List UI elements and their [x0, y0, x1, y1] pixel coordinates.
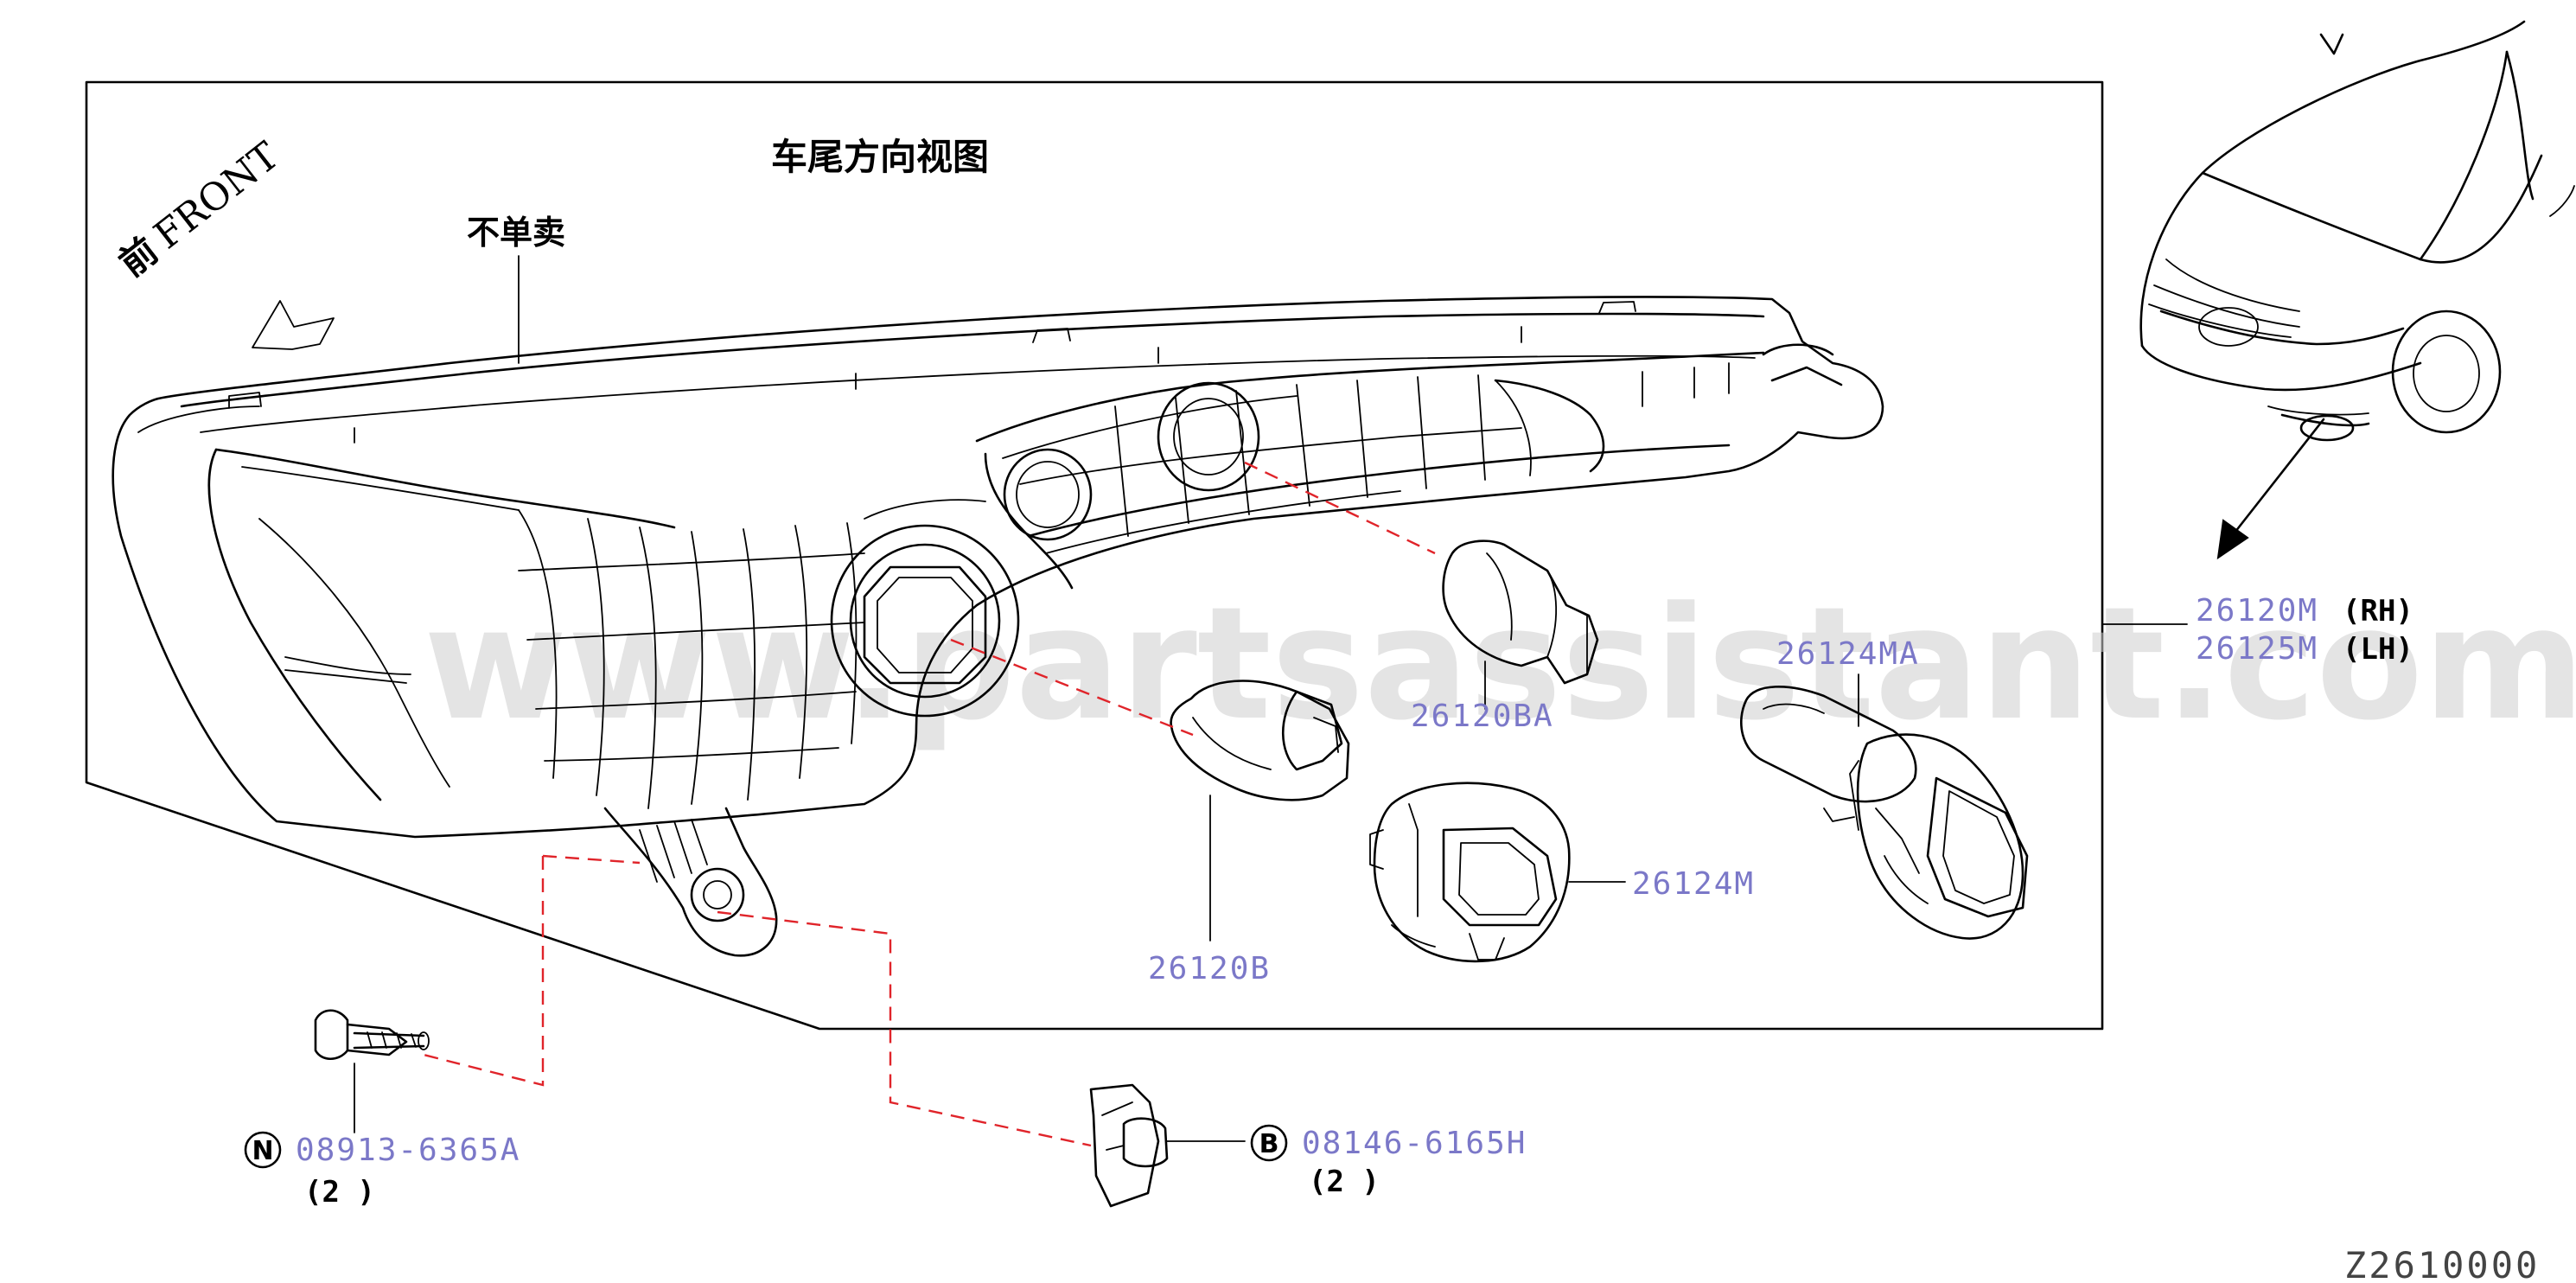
- side-label-lh: (LH): [2343, 632, 2413, 667]
- headlamp-housing: [112, 296, 1884, 957]
- bolt-marker-icon: N: [244, 1131, 282, 1169]
- not-sold-label: 不单卖: [467, 214, 565, 252]
- part-label-26120BA: 26120BA: [1411, 699, 1554, 734]
- socket-26124M: [1369, 782, 1571, 963]
- front-arrow-icon: [252, 300, 335, 350]
- socket-26124MA: [1740, 686, 2029, 940]
- diagram-code: Z2610000: [2344, 1244, 2540, 1283]
- clip-quantity: (2 ): [1309, 1165, 1380, 1199]
- part-label-26120B: 26120B: [1148, 951, 1271, 986]
- svg-text:B: B: [1259, 1129, 1279, 1159]
- bulb-26120BA: [1442, 539, 1599, 685]
- bolt-08913-6365A: [314, 1009, 430, 1061]
- leader-lines: [354, 623, 2188, 1142]
- front-indicator: 前 FRONT: [112, 134, 288, 285]
- part-label-08913-6365A: 08913-6365A: [296, 1133, 520, 1168]
- part-label-26120M: 26120M: [2196, 593, 2318, 629]
- detail-frame: [85, 80, 2104, 1031]
- svg-text:N: N: [252, 1136, 273, 1166]
- assembly-dashes: [423, 461, 1436, 1147]
- clip-marker-icon: B: [1250, 1124, 1288, 1162]
- car-thumbnail: [2139, 20, 2575, 442]
- clip-08146-6165H: [1089, 1083, 1169, 1208]
- side-label-rh: (RH): [2343, 594, 2413, 629]
- part-label-26124MA: 26124MA: [1776, 636, 1920, 672]
- part-label-26124M: 26124M: [1632, 866, 1755, 902]
- part-label-26125M: 26125M: [2196, 631, 2318, 667]
- front-en-label: FRONT: [146, 134, 287, 258]
- watermark: www.partsassistant.com: [424, 574, 2576, 755]
- view-title: 车尾方向视图: [771, 136, 989, 178]
- part-label-08146-6165H: 08146-6165H: [1302, 1126, 1527, 1161]
- bolt-quantity: (2 ): [304, 1175, 375, 1210]
- location-arrow-icon: [2216, 418, 2325, 560]
